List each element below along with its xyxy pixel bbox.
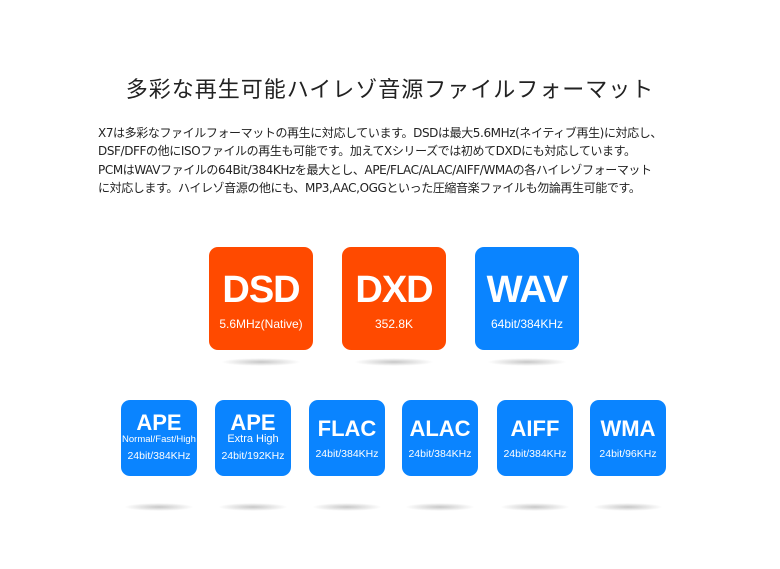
format-name: WAV xyxy=(486,269,569,311)
format-card-wma: WMA 24bit/96KHz xyxy=(590,400,666,476)
format-sub: Extra High xyxy=(227,433,279,445)
format-spec: 24bit/96KHz xyxy=(599,448,657,460)
card-shadow xyxy=(487,358,567,366)
format-card-aiff: AIFF 24bit/384KHz xyxy=(497,400,573,476)
format-spec: 24bit/384KHz xyxy=(315,448,379,460)
card-shadow xyxy=(500,503,570,511)
format-name: DSD xyxy=(222,269,300,311)
format-name: WMA xyxy=(600,416,656,441)
card-shadow xyxy=(221,358,301,366)
card-shadow xyxy=(218,503,288,511)
description: X7は多彩なファイルフォーマットの再生に対応しています。DSDは最大5.6MHz… xyxy=(98,124,718,197)
format-name: APE xyxy=(230,410,276,435)
format-name: FLAC xyxy=(317,416,377,441)
description-line: PCMはWAVファイルの64Bit/384KHzを最大とし、APE/FLAC/A… xyxy=(98,162,652,177)
format-spec: 64bit/384KHz xyxy=(490,317,564,331)
format-name: APE xyxy=(136,410,182,435)
format-spec: 352.8K xyxy=(374,317,414,331)
format-spec: 5.6MHz(Native) xyxy=(219,317,303,331)
format-card-ape-extra-high: APE Extra High 24bit/192KHz xyxy=(215,400,291,476)
format-card-dxd: DXD 352.8K xyxy=(342,247,446,350)
format-spec: 24bit/192KHz xyxy=(221,450,285,462)
format-name: DXD xyxy=(355,269,433,311)
format-name: ALAC xyxy=(409,416,471,441)
card-shadow xyxy=(593,503,663,511)
description-line: に対応します。ハイレゾ音源の他にも、MP3,AAC,OGGといった圧縮音楽ファイ… xyxy=(98,180,641,195)
format-card-alac: ALAC 24bit/384KHz xyxy=(402,400,478,476)
format-card-flac: FLAC 24bit/384KHz xyxy=(309,400,385,476)
card-shadow xyxy=(354,358,434,366)
format-card-wav: WAV 64bit/384KHz xyxy=(475,247,579,350)
card-shadow xyxy=(405,503,475,511)
page-title: 多彩な再生可能ハイレゾ音源ファイルフォーマット xyxy=(125,78,655,103)
format-sub: Normal/Fast/High xyxy=(122,434,196,445)
card-shadow xyxy=(124,503,194,511)
format-name: AIFF xyxy=(510,416,560,441)
format-card-dsd: DSD 5.6MHz(Native) xyxy=(209,247,313,350)
format-card-ape-normal: APE Normal/Fast/High 24bit/384KHz xyxy=(121,400,197,476)
format-spec: 24bit/384KHz xyxy=(408,448,472,460)
description-line: DSF/DFFの他にISOファイルの再生も可能です。加えてXシリーズでは初めてD… xyxy=(98,144,636,159)
format-spec: 24bit/384KHz xyxy=(127,450,191,462)
format-spec: 24bit/384KHz xyxy=(503,448,567,460)
card-shadow xyxy=(312,503,382,511)
description-line: X7は多彩なファイルフォーマットの再生に対応しています。DSDは最大5.6MHz… xyxy=(98,126,662,140)
